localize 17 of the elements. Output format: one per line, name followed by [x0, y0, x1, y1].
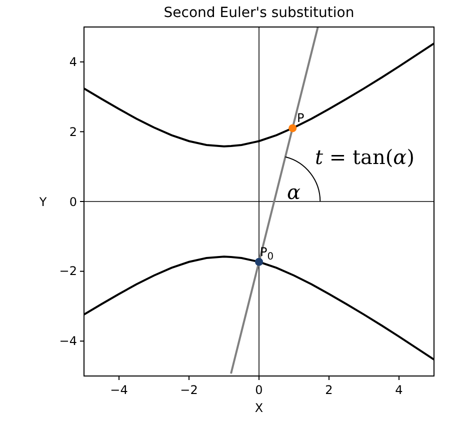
- formula-label: t = tan(α): [315, 147, 414, 168]
- chart-title: Second Euler's substitution: [164, 6, 354, 20]
- tick-label: −2: [180, 384, 198, 396]
- tick-label: 0: [255, 384, 263, 396]
- tick-label: −4: [59, 335, 77, 348]
- tick-label: 0: [69, 196, 77, 208]
- tick-label: 2: [69, 126, 77, 138]
- point-label: P: [296, 112, 304, 124]
- axis-label: Y: [39, 196, 47, 208]
- tick-label: −4: [110, 384, 128, 396]
- tick-label: 4: [395, 384, 403, 396]
- tick-label: 4: [69, 56, 77, 68]
- axis-label: X: [254, 402, 264, 414]
- angle-label: α: [287, 182, 301, 202]
- point-label: P$_{0}$: [260, 246, 274, 262]
- tick-label: 2: [325, 384, 333, 396]
- tick-label: −2: [59, 265, 77, 278]
